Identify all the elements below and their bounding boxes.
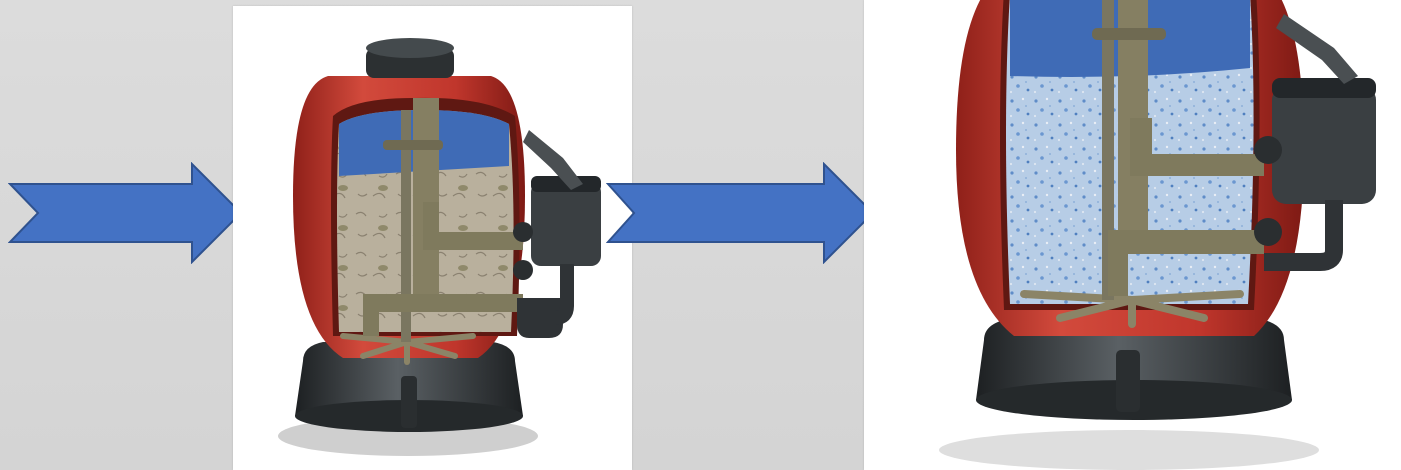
clean-filter-panel — [864, 0, 1401, 470]
arrow-middle-icon — [606, 162, 876, 264]
arrow-left-icon — [8, 162, 244, 264]
sand-filter-dirty-image — [233, 6, 632, 470]
dirty-filter-panel — [233, 6, 632, 470]
sand-filter-clean-image — [864, 0, 1401, 470]
